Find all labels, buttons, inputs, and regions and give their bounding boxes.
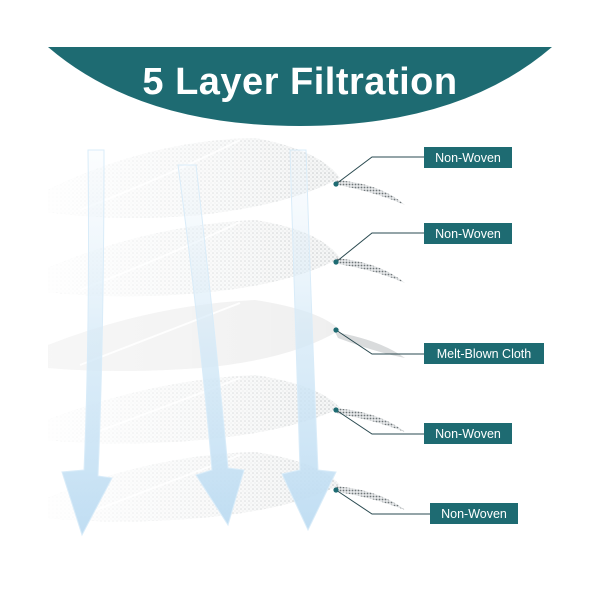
layer-label: Melt-Blown Cloth — [333, 327, 544, 364]
filter-layer — [48, 375, 405, 444]
airflow-arrow-icon — [281, 149, 337, 532]
layer-label-text: Non-Woven — [435, 151, 501, 165]
airflow-arrow-icon — [177, 164, 245, 527]
layer-label: Non-Woven — [333, 407, 512, 444]
layer-label-text: Non-Woven — [435, 427, 501, 441]
airflow-arrows — [61, 149, 337, 537]
layer-label: Non-Woven — [333, 223, 512, 265]
layer-labels: Non-Woven Non-Woven Melt-Blown Cloth Non… — [333, 147, 544, 524]
layer-label-text: Non-Woven — [435, 227, 501, 241]
layer-label-text: Melt-Blown Cloth — [437, 347, 532, 361]
title-banner: 5 Layer Filtration — [48, 47, 552, 126]
page-title: 5 Layer Filtration — [142, 61, 457, 103]
layer-label-text: Non-Woven — [441, 507, 507, 521]
layer-label: Non-Woven — [333, 487, 518, 524]
airflow-arrow-icon — [61, 149, 113, 537]
layer-label: Non-Woven — [333, 147, 512, 187]
